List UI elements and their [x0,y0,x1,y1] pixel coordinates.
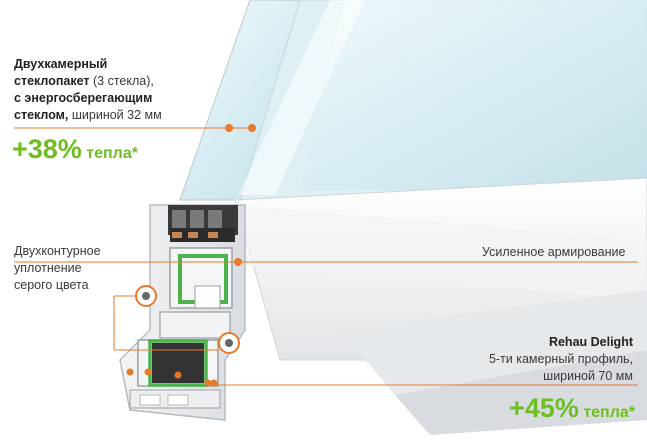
promo-bottom-value: +45% [509,393,579,423]
glass-line2-rest: (3 стекла), [89,74,154,88]
promo-top-word: тепла* [86,145,138,162]
profile-cross-section [119,204,246,421]
glass-line3: с энергосберегающим [14,91,153,105]
glass-line1: Двухкамерный [14,57,108,71]
glass-unit-description: Двухкамерный стеклопакет (3 стекла), с э… [14,56,214,124]
profile-line2: шириной 70 мм [543,369,633,383]
sash-top-surface [234,177,647,435]
heat-gain-promo-bottom: +45% тепла* [509,393,635,424]
glass-line4-bold: стеклом, [14,108,69,122]
promo-bottom-word: тепла* [583,404,635,421]
callout-dots [225,124,256,266]
glass-line2-bold: стеклопакет [14,74,90,88]
reinforcement-text: Усиленное армирование [482,245,626,259]
promo-top-value: +38% [12,134,82,164]
seal-line2: уплотнение [14,261,82,275]
seal-description: Двухконтурное уплотнение серого цвета [14,243,154,294]
profile-line1: 5-ти камерный профиль, [488,352,633,366]
heat-gain-promo-top: +38% тепла* [12,134,138,165]
glass-panes [179,0,647,201]
glass-line4-rest: шириной 32 мм [68,108,162,122]
seal-line1: Двухконтурное [14,244,101,258]
seal-line3: серого цвета [14,278,89,292]
reinforcement-description: Усиленное армирование [482,244,625,261]
callout-lines [14,127,638,386]
profile-description: Rehau Delight 5-ти камерный профиль, шир… [413,334,633,385]
profile-title: Rehau Delight [548,335,633,349]
